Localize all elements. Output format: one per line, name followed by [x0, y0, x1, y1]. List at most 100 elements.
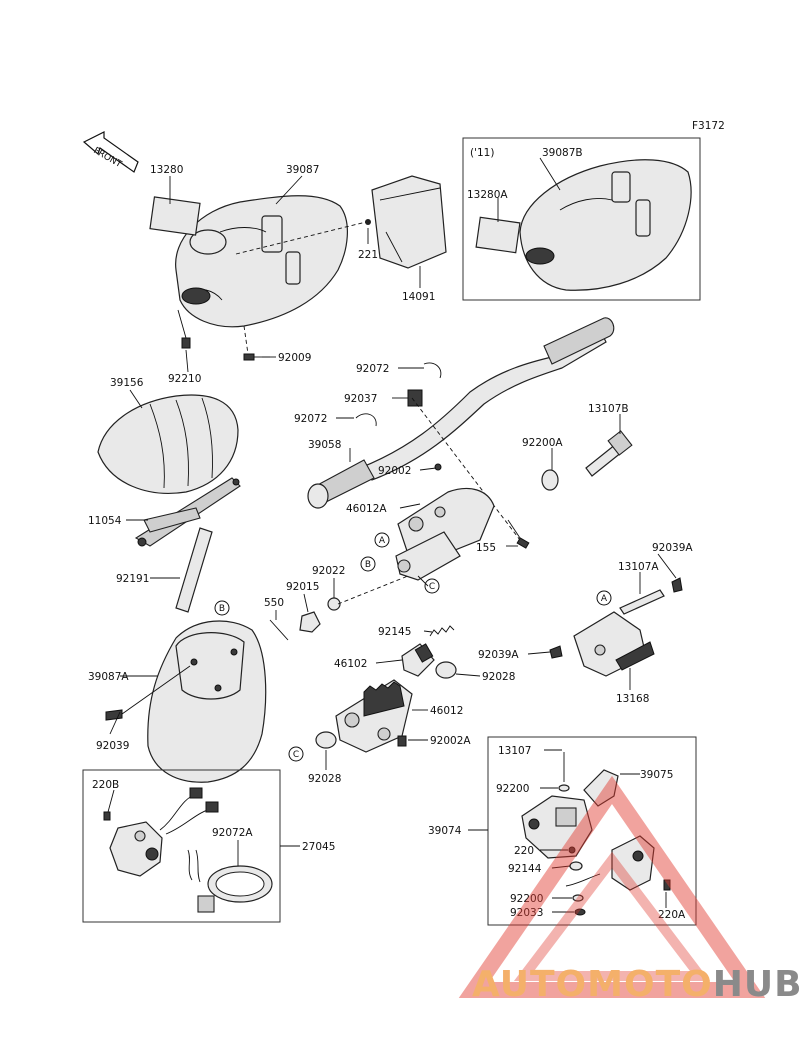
label-13168: 13168	[616, 693, 649, 705]
label-155: 155	[476, 542, 496, 554]
clip-92039A-right-icon	[671, 577, 683, 593]
switch-92037-icon	[407, 389, 423, 407]
label-13107: 13107	[498, 745, 531, 757]
svg-text:B: B	[219, 604, 225, 614]
clamp-92072-lower-icon	[355, 413, 377, 427]
clip-92210-icon	[181, 337, 191, 349]
figure-code: F3172	[692, 120, 725, 132]
wire-clip-icon	[187, 849, 201, 883]
wiring-harness-27045-part	[109, 787, 219, 877]
watermark-text: AUTOMOTOHUB	[472, 964, 800, 1005]
washer-92028-lower-icon	[315, 731, 337, 749]
label-46102: 46102	[334, 658, 367, 670]
callout-B-mid: B	[360, 556, 376, 572]
svg-text:A: A	[379, 536, 386, 546]
label-92037: 92037	[344, 393, 377, 405]
tube-92191-part	[175, 527, 213, 613]
label-92144: 92144	[508, 863, 542, 875]
label-92200-upper: 92200	[496, 783, 529, 795]
bolt-13107B-part	[585, 430, 633, 477]
label-11054: 11054	[88, 515, 122, 527]
label-92002: 92002	[378, 465, 411, 477]
screw-220A-icon	[663, 879, 671, 891]
handlebar-cover-part	[175, 195, 348, 328]
label-92200A: 92200A	[522, 437, 563, 449]
label-220: 220	[514, 845, 534, 857]
handlebar-part	[307, 317, 615, 509]
watermark-logo	[458, 775, 766, 998]
handlebar-cover-2011-part	[519, 159, 692, 291]
ratchet-46102-part	[401, 643, 435, 677]
label-27045: 27045	[302, 841, 335, 853]
washer-92200-lower-icon	[572, 894, 584, 902]
screw-220-icon	[568, 846, 576, 854]
bracket-11054-part	[134, 477, 241, 547]
svg-text:B: B	[365, 560, 371, 570]
steering-cover-part	[147, 620, 267, 783]
label-14091: 14091	[402, 291, 435, 303]
washer-92200-upper-icon	[558, 784, 570, 792]
handlebar-pad-part	[371, 175, 447, 269]
switch-assembly-box	[487, 736, 697, 926]
clamp-46012A-part	[395, 487, 495, 581]
callout-A-left: A	[374, 532, 390, 548]
switch-cover-39075-part	[583, 769, 619, 807]
tilt-bracket-13168-part	[573, 611, 655, 677]
spacer-92144-icon	[569, 861, 583, 871]
pin-13107A-part	[619, 589, 665, 615]
label-92072-upper: 92072	[356, 363, 389, 375]
screw-92002A-icon	[397, 735, 407, 747]
label-39087: 39087	[286, 164, 319, 176]
label-13107A: 13107A	[618, 561, 659, 573]
label-13280: 13280	[150, 164, 183, 176]
label-92145: 92145	[378, 626, 411, 638]
clamp-46012-part	[335, 679, 413, 753]
callout-C-right: C	[424, 578, 440, 594]
label-92039A-left: 92039A	[478, 649, 519, 661]
label-92002A: 92002A	[430, 735, 471, 747]
label-92210: 92210	[168, 373, 201, 385]
label-92028-upper: 92028	[482, 671, 515, 683]
spring-92145-icon	[429, 625, 455, 637]
callout-C-bottom: C	[288, 746, 304, 762]
svg-text:A: A	[601, 594, 608, 604]
screw-220B-icon	[103, 811, 111, 821]
label-39156: 39156	[110, 377, 144, 389]
label-92039: 92039	[96, 740, 129, 752]
screw-221-icon	[365, 219, 371, 225]
label-92009: 92009	[278, 352, 311, 364]
screw-92002-icon	[434, 463, 442, 471]
label-92200-lower: 92200	[510, 893, 543, 905]
leader-lines	[107, 157, 677, 913]
model-2011-inset	[462, 137, 701, 301]
label-92072A: 92072A	[212, 827, 253, 839]
emblem-plate-2011-part	[475, 216, 521, 254]
callout-A-bracket: A	[596, 590, 612, 606]
label-220B: 220B	[92, 779, 119, 791]
label-92028-lower: 92028	[308, 773, 341, 785]
label-46012: 46012	[430, 705, 463, 717]
label-92191: 92191	[116, 573, 149, 585]
label-39074: 39074	[428, 825, 462, 837]
switch-unit-part	[565, 835, 655, 891]
label-92015: 92015	[286, 581, 319, 593]
label-221: 221	[358, 249, 378, 261]
label-13107B: 13107B	[588, 403, 629, 415]
label-550: 550	[264, 597, 284, 609]
label-46012A: 46012A	[346, 503, 387, 515]
label-13280A: 13280A	[467, 189, 508, 201]
svg-text:C: C	[429, 582, 435, 592]
clamp-92072-upper-icon	[423, 362, 442, 379]
nut-92033-icon	[574, 908, 586, 916]
label-92022: 92022	[312, 565, 345, 577]
year-tag: ('11)	[470, 147, 494, 159]
clip-92039A-left-icon	[549, 645, 563, 659]
washer-92028-upper-icon	[435, 661, 457, 679]
screw-92039-icon	[105, 665, 191, 721]
bolt-550-icon	[269, 619, 289, 641]
clamp-92072A-part	[197, 865, 273, 913]
switch-case-39074-part	[521, 795, 593, 859]
label-92072-lower: 92072	[294, 413, 327, 425]
label-39087A: 39087A	[88, 671, 129, 683]
